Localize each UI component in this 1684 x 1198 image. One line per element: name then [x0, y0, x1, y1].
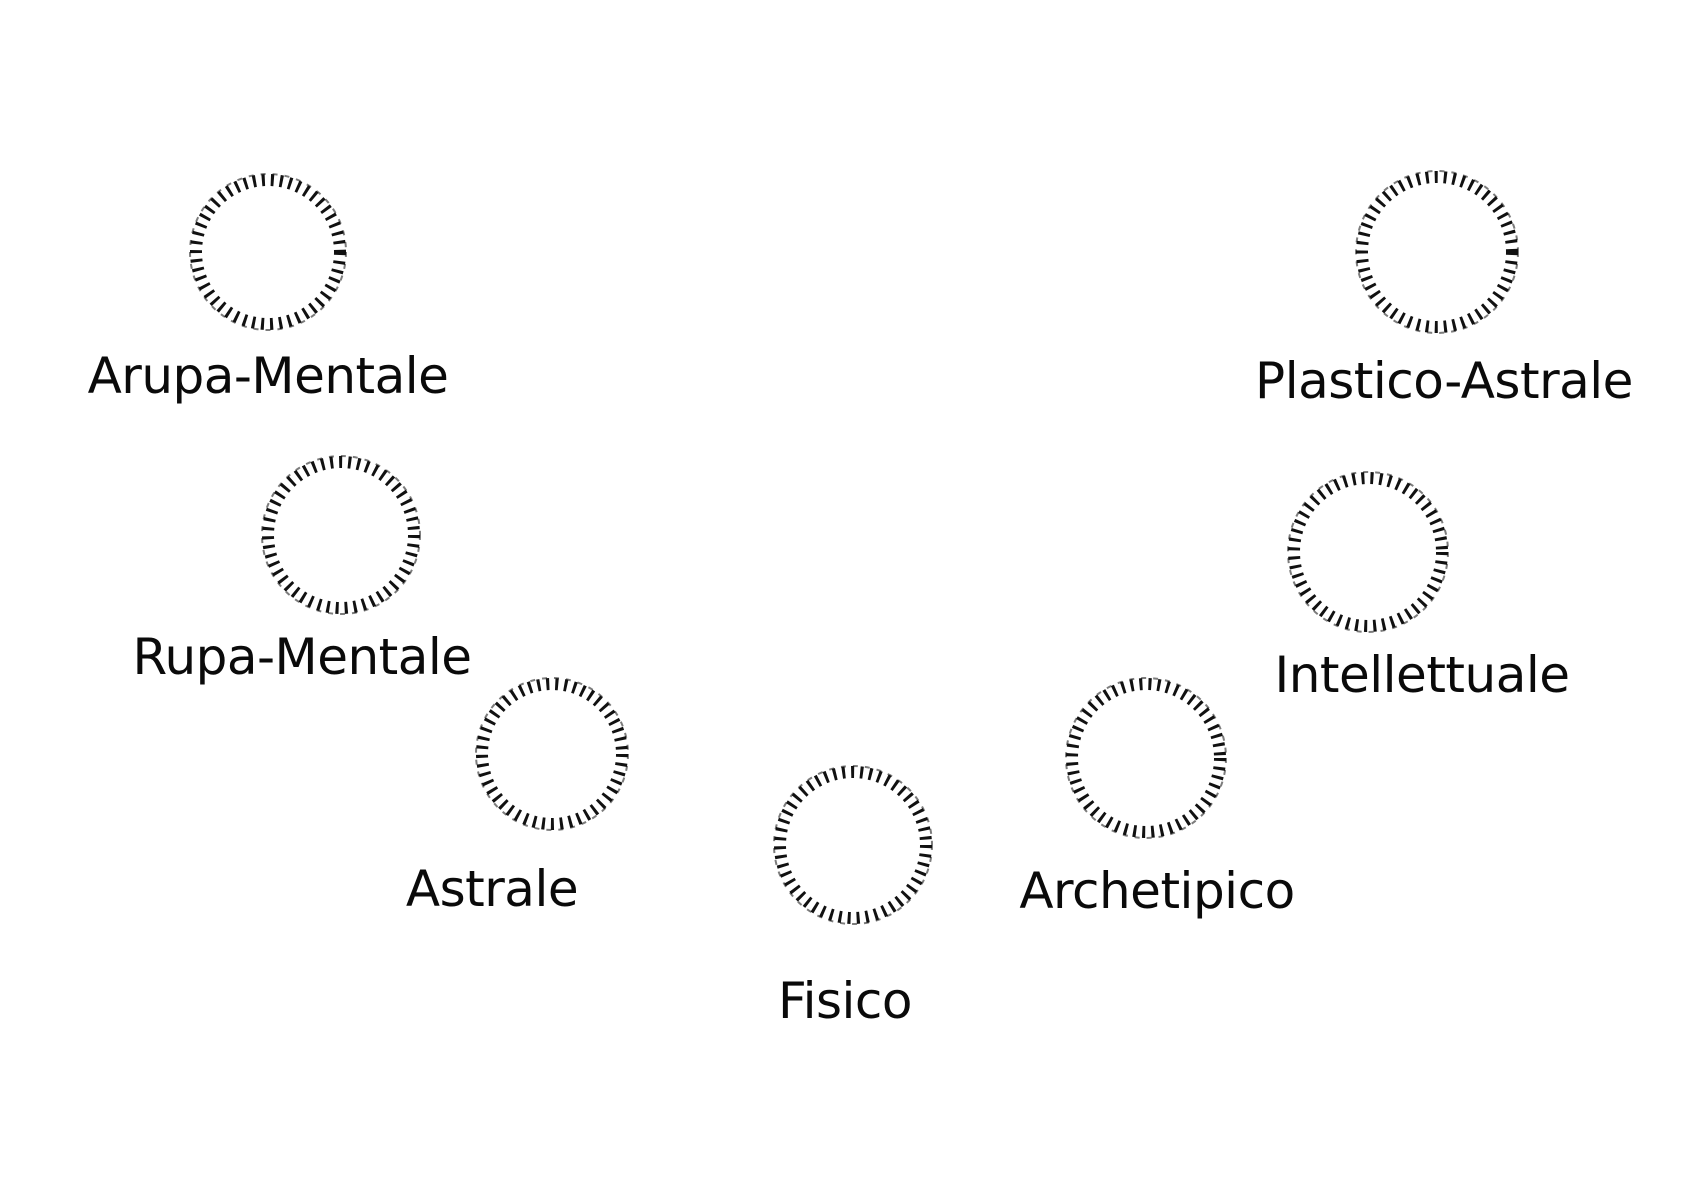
- node-label-intellettuale: Intellettuale: [1274, 646, 1569, 704]
- node-label-astrale: Astrale: [406, 860, 578, 918]
- node-fisico: Fisico: [773, 765, 933, 1030]
- node-arupa-mentale: Arupa-Mentale: [88, 173, 449, 405]
- dashed-ring-outline: [261, 455, 421, 615]
- dashed-ring-icon: [262, 456, 420, 614]
- dashed-ring-icon: [190, 174, 346, 330]
- node-astrale: Astrale: [406, 677, 629, 918]
- dashed-ring-icon: [1066, 678, 1226, 838]
- dashed-ring-icon: [1288, 472, 1448, 632]
- dashed-ring-outline: [1287, 471, 1449, 633]
- node-label-plastico-astrale: Plastico-Astrale: [1255, 352, 1633, 410]
- dashed-ring-icon: [1356, 171, 1518, 333]
- dashed-ring-outline: [1355, 170, 1519, 334]
- dashed-ring-icon: [774, 766, 932, 924]
- node-archetipico: Archetipico: [1019, 677, 1295, 920]
- dashed-ring-outline: [773, 765, 933, 925]
- node-label-fisico: Fisico: [778, 972, 912, 1030]
- node-label-rupa-mentale: Rupa-Mentale: [132, 628, 471, 686]
- node-label-archetipico: Archetipico: [1019, 862, 1294, 920]
- node-plastico-astrale: Plastico-Astrale: [1255, 170, 1633, 410]
- dashed-ring-outline: [189, 173, 347, 331]
- node-label-arupa-mentale: Arupa-Mentale: [88, 347, 449, 405]
- dashed-ring-outline: [1065, 677, 1227, 839]
- node-rupa-mentale: Rupa-Mentale: [132, 455, 472, 686]
- dashed-ring-outline: [475, 677, 629, 831]
- node-intellettuale: Intellettuale: [1274, 471, 1570, 704]
- dashed-ring-icon: [476, 678, 628, 830]
